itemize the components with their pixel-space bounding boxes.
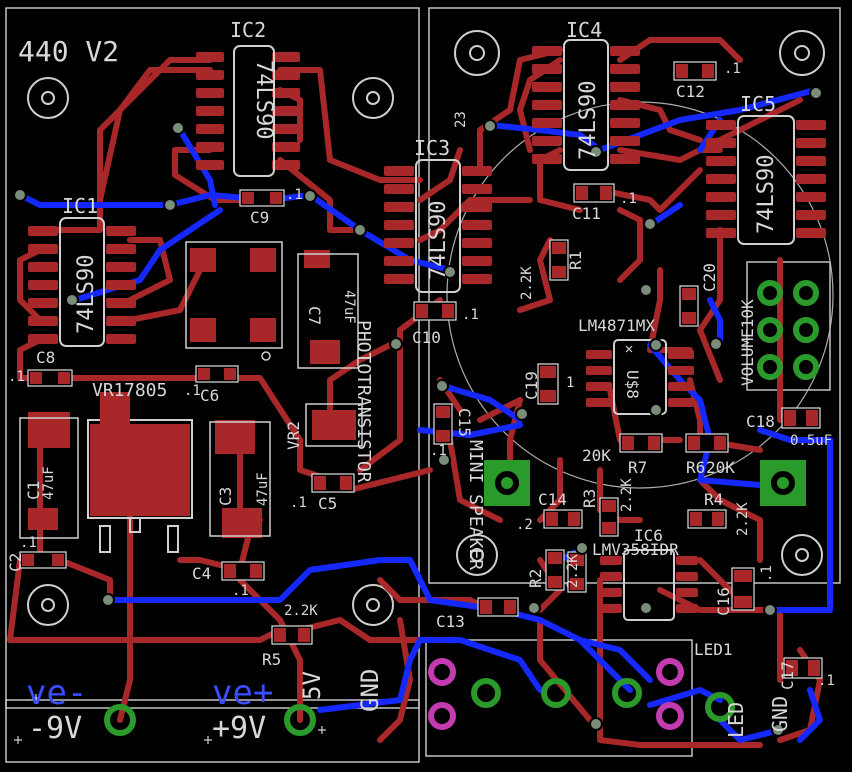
ic1-part: 74LS90 xyxy=(74,254,99,334)
c2-value: .1 xyxy=(20,535,37,551)
ic1-ref: IC1 xyxy=(62,194,99,218)
copper-bottom-traces xyxy=(17,87,833,743)
mounting-holes xyxy=(27,30,825,626)
ic3-part: 74LS90 xyxy=(426,200,451,280)
c8-ref: C8 xyxy=(36,348,56,367)
c9-value: .1 xyxy=(286,187,303,203)
c14-value: .2 xyxy=(516,517,533,533)
c12-value: .1 xyxy=(724,61,741,77)
ve-minus-label: ve- xyxy=(26,673,88,713)
ic5-ref: IC5 xyxy=(740,92,777,116)
board-title: 440 V2 xyxy=(18,35,120,68)
c14-ref: C14 xyxy=(538,490,567,509)
r3-ref: R3 xyxy=(580,488,599,508)
c15-ref: C15 xyxy=(455,408,474,437)
plus-5v-label: 5V xyxy=(298,671,326,700)
ve-plus-label: ve+ xyxy=(212,673,274,713)
c8-value: .1 xyxy=(8,369,25,385)
vr1-part: 7805 xyxy=(124,380,168,401)
led-gnd-label: GND xyxy=(768,695,792,732)
c15-value: .1 xyxy=(430,443,447,459)
c23-label: 23 xyxy=(453,111,469,128)
led1-ref: LED1 xyxy=(694,640,733,659)
phototransistor-label: PHOTOTRANSISTOR xyxy=(353,320,374,483)
through-hole-pads xyxy=(104,280,819,736)
c10-value: .1 xyxy=(462,307,479,323)
speaker-label: MINI SPEAKER xyxy=(465,440,486,571)
r7-ref: R7 xyxy=(628,458,648,477)
c11-value: .1 xyxy=(620,191,637,207)
c10-ref: C10 xyxy=(412,328,441,347)
c16-value: .1 xyxy=(759,565,775,582)
u8-ref: U$8 xyxy=(623,370,642,399)
r2-value: 2.2K xyxy=(565,554,581,588)
r2-ref: R2 xyxy=(526,568,545,588)
power-section xyxy=(19,241,363,553)
c16-ref: C16 xyxy=(714,587,733,616)
r3-value: 2.2K xyxy=(619,478,635,512)
c18-ref: C18 xyxy=(746,412,775,431)
ic3-ref: IC3 xyxy=(414,136,451,160)
c4-ref: C4 xyxy=(192,564,212,583)
gnd-label: GND xyxy=(356,668,384,712)
led-label: LED xyxy=(724,701,748,738)
silk-marks xyxy=(14,345,633,744)
board-outline xyxy=(5,7,841,763)
vr1-ref: VR1 xyxy=(92,380,125,401)
c1-value: 47uF xyxy=(41,466,57,500)
c4-value: .1 xyxy=(232,583,249,599)
c9-ref: C9 xyxy=(250,208,270,227)
r6-ref: R6 xyxy=(686,458,706,477)
c5-value: .1 xyxy=(290,495,307,511)
c3-ref: C3 xyxy=(216,486,235,506)
c2-ref: C2 xyxy=(6,552,25,572)
c7-value: 47uF xyxy=(341,290,357,324)
volume-label: VOLUME10K xyxy=(738,299,757,386)
c19-value: 1 xyxy=(566,375,575,391)
vias xyxy=(13,86,823,737)
plus-9v-label: +9V xyxy=(212,711,267,746)
smd-passives xyxy=(19,61,823,679)
c17-value: .1 xyxy=(818,673,835,689)
r4-ref: R4 xyxy=(704,490,724,509)
r5-ref: R5 xyxy=(262,650,282,669)
vr2-ref: VR2 xyxy=(284,421,303,450)
ic6-part: LMV358IDR xyxy=(592,540,679,559)
ic5-part: 74LS90 xyxy=(754,154,779,234)
r1-value: 2.2K xyxy=(519,266,535,300)
r1-ref: R1 xyxy=(566,250,585,270)
c18-value: 0.5uF xyxy=(790,433,833,449)
c12-ref: C12 xyxy=(676,82,705,101)
c5-ref: C5 xyxy=(318,494,338,513)
c11-ref: C11 xyxy=(572,204,601,223)
c6-value: .1 xyxy=(184,383,201,399)
r6-value: 20K xyxy=(706,458,735,477)
r5-value: 2.2K xyxy=(284,603,318,619)
r4-value: 2.2K xyxy=(735,502,751,536)
c1-ref: C1 xyxy=(24,480,43,500)
c17-ref: C17 xyxy=(778,661,797,690)
ic-footprints xyxy=(28,39,826,621)
minus-9v-label: -9V xyxy=(28,711,83,746)
ic4-ref: IC4 xyxy=(566,18,603,42)
c19-ref: C19 xyxy=(522,371,541,400)
c20-ref: C20 xyxy=(700,263,719,292)
ic6-ref: IC6 xyxy=(634,526,663,545)
ic2-ref: IC2 xyxy=(230,18,267,42)
c7-ref: C7 xyxy=(305,306,324,326)
u8-part: LM4871MX xyxy=(578,316,656,335)
c13-ref: C13 xyxy=(436,612,465,631)
ic2-part: 74LS90 xyxy=(251,60,276,140)
r7-value: 20K xyxy=(582,446,611,465)
c3-value: 47uF xyxy=(255,472,271,506)
ic4-part: 74LS90 xyxy=(576,80,601,160)
c6-ref: C6 xyxy=(200,386,220,405)
